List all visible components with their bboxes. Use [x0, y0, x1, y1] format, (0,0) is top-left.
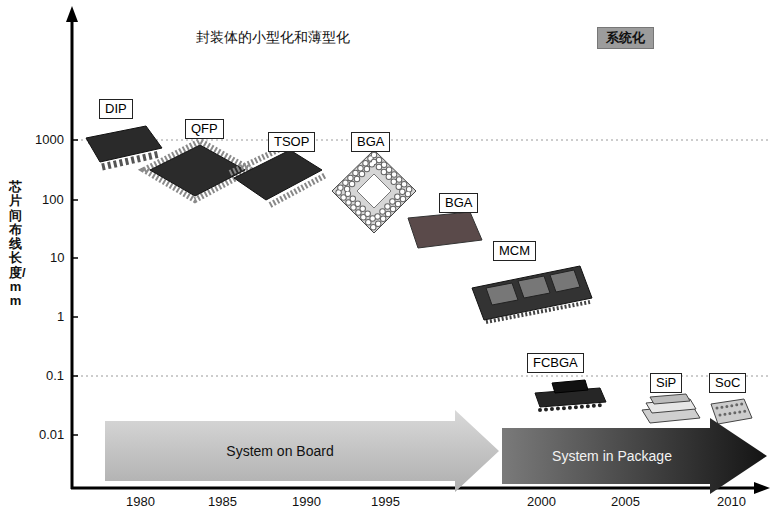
small-bga-package — [408, 212, 482, 248]
package-label: SiP — [650, 373, 682, 393]
soc-package — [711, 399, 752, 424]
node-text: SiP — [656, 375, 676, 390]
arrow-text-box: System in Package — [502, 418, 722, 494]
grid-lines — [76, 140, 768, 376]
chip-body — [408, 212, 482, 248]
tick — [72, 375, 78, 377]
node-text: TSOP — [274, 134, 309, 149]
ball-ring — [345, 162, 403, 220]
arrow-body — [105, 410, 499, 492]
balls — [720, 411, 746, 415]
node-text: QFP — [191, 121, 218, 136]
tick-marks — [72, 140, 78, 435]
axes — [66, 6, 770, 494]
fcbga-package — [535, 380, 606, 410]
tick — [72, 257, 78, 259]
ball-ring — [337, 155, 411, 228]
module-base — [472, 266, 592, 320]
ball-ring — [337, 155, 411, 228]
dip-package — [86, 126, 162, 167]
tick-label: 2010 — [717, 494, 746, 510]
node-text: System in Package — [552, 448, 672, 464]
tick — [72, 316, 78, 318]
tick-label: 2005 — [611, 494, 640, 510]
substrate — [332, 150, 416, 233]
node-text: MCM — [499, 243, 530, 258]
tick — [72, 434, 78, 436]
era-arrow: System in Package — [502, 418, 768, 494]
layer — [650, 394, 690, 404]
category-box: 系统化 — [597, 27, 654, 49]
package-label: BGA — [351, 132, 390, 152]
y-axis — [71, 20, 74, 489]
tick-label: 1985 — [208, 494, 237, 510]
tick-label: 10 — [50, 250, 64, 266]
grid-line — [76, 140, 768, 141]
arrow-text-box: System on Board — [105, 410, 455, 492]
node-text: SoC — [715, 375, 740, 390]
era-arrow: System on Board — [105, 410, 500, 492]
chip-body — [234, 150, 322, 200]
node-text: FCBGA — [533, 355, 578, 370]
ball-ring — [345, 162, 403, 220]
tick — [72, 199, 78, 201]
package-label: BGA — [439, 193, 478, 213]
package-label: MCM — [493, 241, 536, 261]
axis-title: 芯片间布线长度/mm — [9, 180, 22, 309]
sip-package — [642, 394, 700, 423]
tick-label: 0.01 — [39, 427, 64, 443]
balls — [717, 404, 742, 408]
tick-label: 1 — [57, 309, 64, 325]
tick-label: 2000 — [527, 494, 556, 510]
package-label: DIP — [99, 99, 133, 119]
node-text: System on Board — [226, 443, 333, 459]
tick-label: 1995 — [371, 494, 400, 510]
bga-package — [332, 150, 416, 233]
x-axis-head — [754, 482, 770, 494]
tsop-package — [230, 146, 326, 205]
x-axis — [71, 487, 758, 490]
package-label: TSOP — [268, 132, 315, 152]
tick-label: 1000 — [35, 132, 64, 148]
arrow-body — [502, 418, 767, 494]
tick-label: 0.1 — [46, 368, 64, 384]
package-label: QFP — [185, 119, 224, 139]
chip-body — [711, 399, 752, 424]
node-text: DIP — [105, 101, 127, 116]
node-text: BGA — [445, 195, 472, 210]
center-hole — [357, 174, 391, 208]
mcm-module — [472, 266, 592, 322]
package-label: FCBGA — [527, 353, 584, 373]
tick-label: 100 — [42, 192, 64, 208]
tick-label: 1980 — [126, 494, 155, 510]
tick — [72, 139, 78, 141]
tick-label: 1990 — [292, 494, 321, 510]
package-label: SoC — [709, 373, 746, 393]
y-axis-head — [66, 6, 78, 22]
node-text: BGA — [357, 134, 384, 149]
module-chip — [550, 270, 580, 292]
die — [552, 380, 588, 393]
chart-title: 封装体的小型化和薄型化 — [196, 29, 350, 47]
node-text: 系统化 — [606, 30, 645, 45]
module-chip — [486, 283, 518, 305]
module-chip — [518, 276, 550, 298]
